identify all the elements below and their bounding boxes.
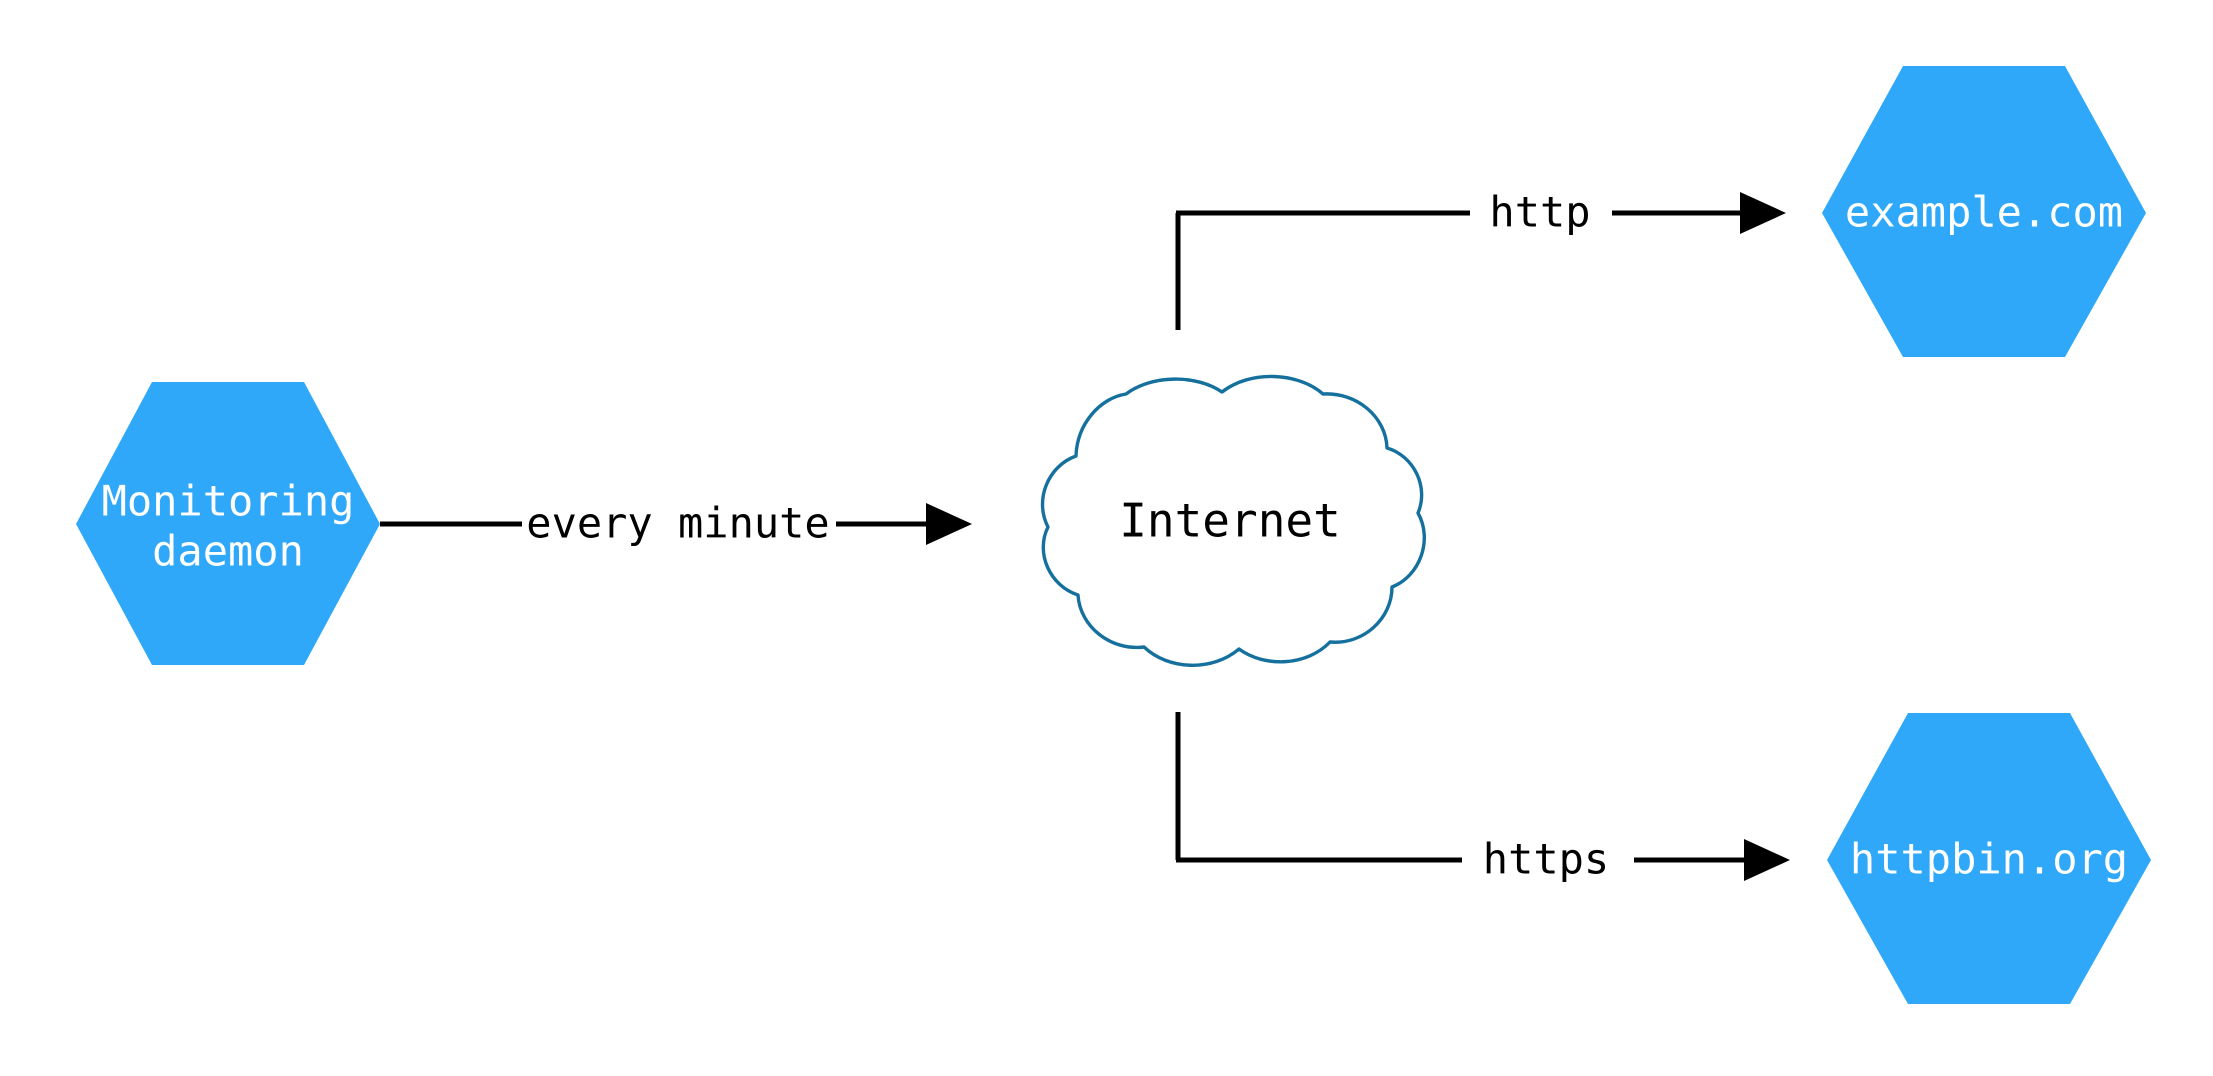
node-label-line-1: Monitoring <box>102 477 355 526</box>
node-label-example-com: example.com <box>1845 188 2123 237</box>
edge-daemon-to-internet[interactable]: every minute <box>380 499 972 548</box>
edge-label-every-minute: every minute <box>526 499 829 548</box>
node-internet[interactable]: Internet <box>1040 374 1426 667</box>
edge-internet-to-httpbin[interactable]: https <box>1175 712 1790 884</box>
edge-label-https: https <box>1483 835 1609 884</box>
hexagon-shape <box>1822 66 2146 357</box>
hexagon-shape <box>76 382 380 665</box>
node-monitoring-daemon[interactable]: Monitoring daemon <box>76 382 380 665</box>
node-label-internet: Internet <box>1119 494 1341 548</box>
node-example-com[interactable]: example.com <box>1822 66 2146 357</box>
cloud-shape <box>1040 374 1426 667</box>
arrowhead-icon <box>1744 839 1790 881</box>
arrowhead-icon <box>926 503 972 545</box>
arrowhead-icon <box>1740 192 1786 234</box>
node-label-httpbin-org: httpbin.org <box>1850 835 2128 884</box>
hexagon-shape <box>1827 713 2151 1004</box>
node-label-line-2: daemon <box>152 527 304 576</box>
edge-label-http: http <box>1489 188 1590 237</box>
edge-internet-to-example[interactable]: http <box>1175 188 1786 331</box>
node-httpbin-org[interactable]: httpbin.org <box>1827 713 2151 1004</box>
